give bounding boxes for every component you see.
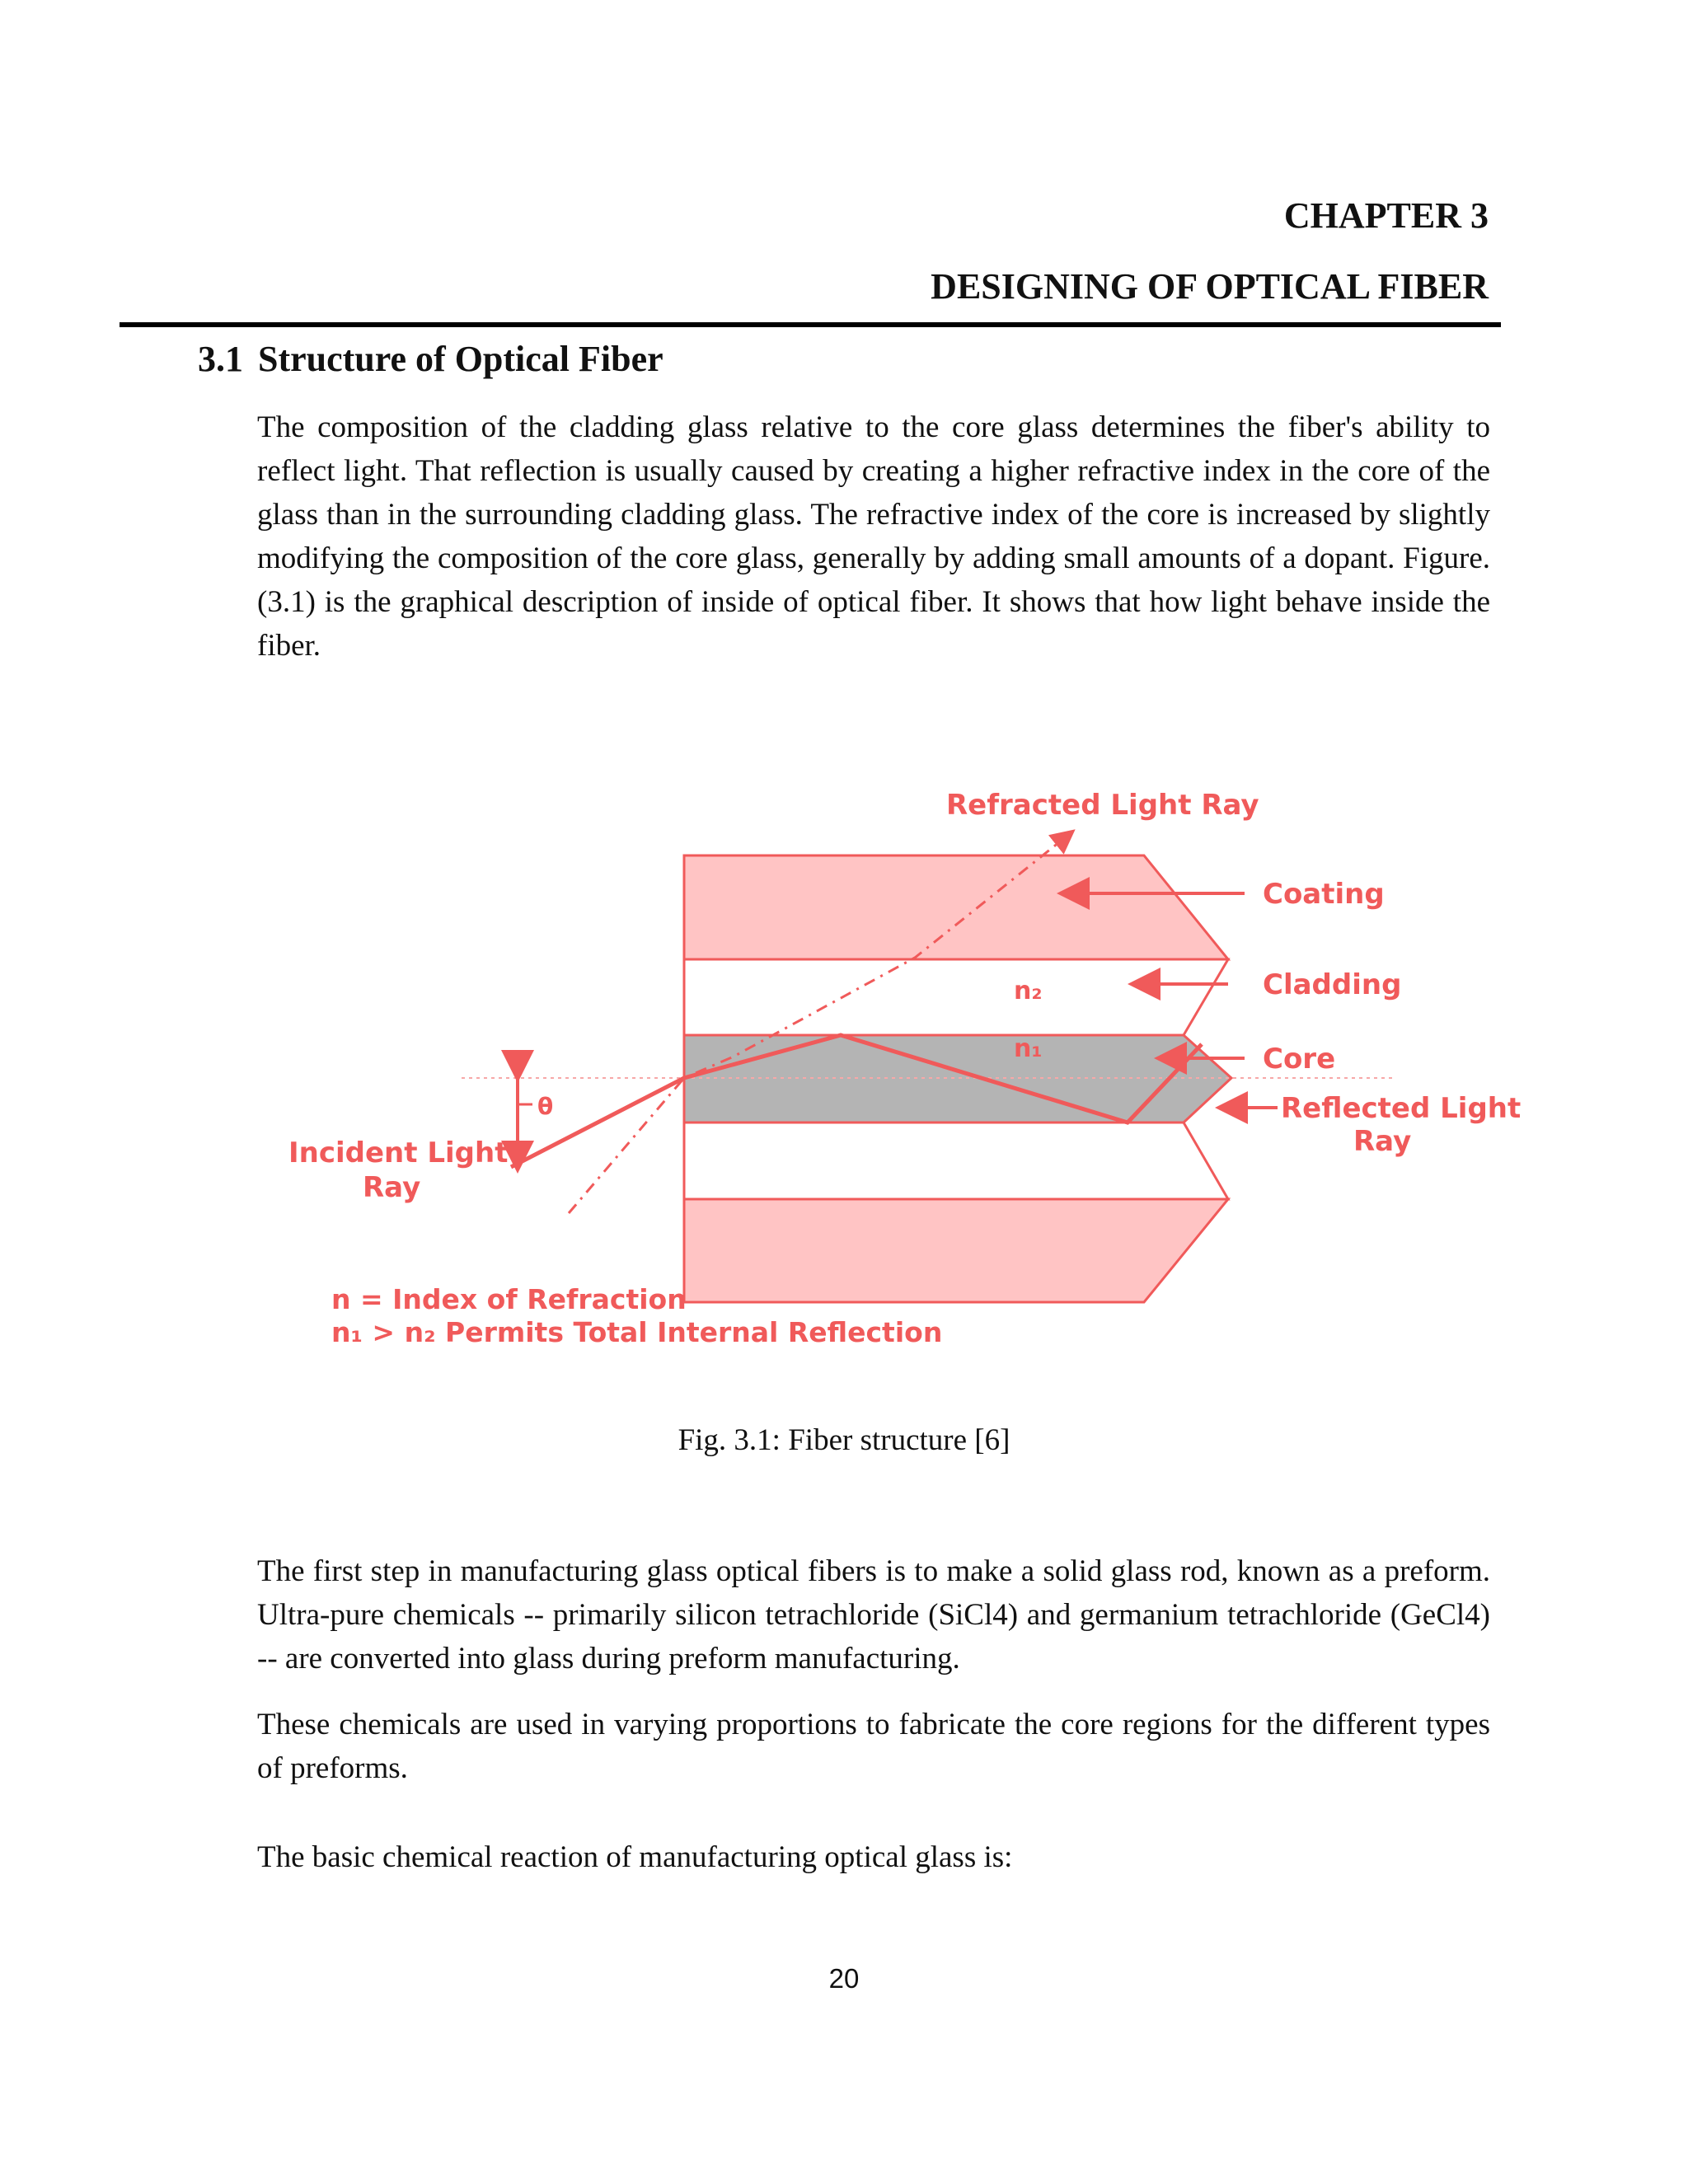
cladding-top-layer — [682, 958, 1231, 1037]
reflected-ray-label-line2: Ray — [1353, 1125, 1411, 1158]
theta-label: θ — [537, 1093, 553, 1120]
reflected-ray-label-line1: Reflected Light — [1281, 1092, 1521, 1125]
incident-ray-label-line2: Ray — [363, 1171, 420, 1204]
section-number: 3.1 — [198, 339, 243, 379]
coating-top-layer — [682, 854, 1231, 961]
coating-label: Coating — [1263, 878, 1385, 911]
paragraph-intro: The composition of the cladding glass re… — [257, 410, 1490, 663]
cladding-bottom-layer — [682, 1121, 1231, 1201]
figure-caption: Fig. 3.1: Fiber structure [6] — [678, 1423, 1010, 1457]
refracted-ray-label: Refracted Light Ray — [946, 789, 1259, 822]
core-label: Core — [1263, 1043, 1335, 1076]
n1-label: n₁ — [1014, 1034, 1043, 1063]
legend-line1: n = Index of Refraction — [331, 1283, 687, 1315]
paragraph-chemicals: These chemicals are used in varying prop… — [257, 1708, 1490, 1785]
incident-ray-label-line1: Incident Light — [288, 1137, 508, 1169]
n2-label: n₂ — [1014, 977, 1043, 1005]
fiber-structure-figure: Refracted Light Ray Coating Cladding Cor… — [256, 752, 1525, 1398]
section-heading: 3.1 Structure of Optical Fiber — [198, 338, 663, 380]
paragraph-reaction: The basic chemical reaction of manufactu… — [257, 1840, 1013, 1874]
coating-bottom-layer — [682, 1197, 1231, 1304]
chapter-title: DESIGNING OF OPTICAL FIBER — [931, 266, 1489, 307]
header-rule — [120, 322, 1501, 327]
paragraph-preform: The first step in manufacturing glass op… — [257, 1554, 1490, 1675]
core-layer — [682, 1033, 1234, 1124]
section-title: Structure of Optical Fiber — [258, 339, 663, 379]
page-number: 20 — [828, 1963, 860, 1994]
refracted-ray-path — [567, 829, 1076, 1214]
chapter-number: CHAPTER 3 — [1283, 195, 1489, 236]
cladding-label: Cladding — [1263, 968, 1401, 1001]
legend-line2: n₁ > n₂ Permits Total Internal Reflectio… — [331, 1316, 942, 1348]
reflected-ray-path — [509, 1033, 1203, 1169]
